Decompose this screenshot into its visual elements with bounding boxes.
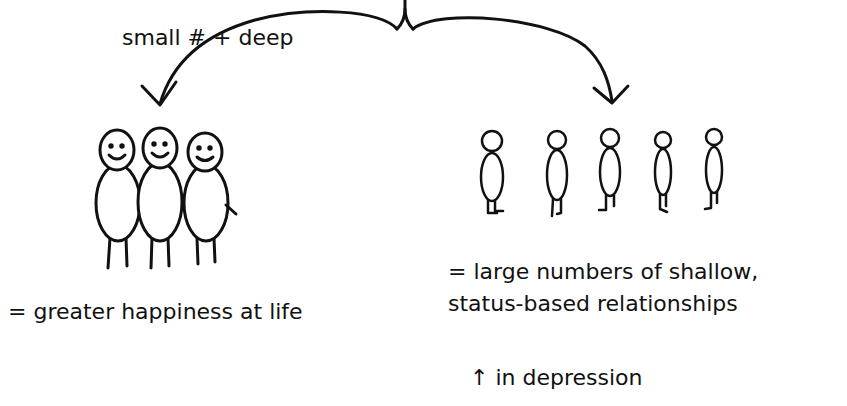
stick-person — [655, 132, 671, 212]
outcome-note: = large numbers of shallow, status-based… — [448, 256, 833, 320]
stick-person — [705, 129, 722, 209]
brace-right — [405, 9, 413, 29]
brace-left — [397, 0, 405, 29]
right-arrow — [413, 18, 612, 101]
stick-person — [96, 130, 140, 268]
stick-person — [481, 131, 503, 213]
lonely-group — [481, 129, 722, 216]
stick-person — [599, 129, 620, 210]
right-arrowhead — [594, 86, 628, 103]
stick-person — [184, 133, 236, 264]
outcome-note: = greater happiness at life — [8, 296, 408, 328]
stick-person — [547, 131, 567, 216]
stick-person — [138, 128, 182, 268]
left-arrowhead — [142, 82, 176, 105]
arrow-label: small # + deep — [122, 22, 382, 54]
brace-arrows — [142, 0, 628, 105]
happy-group — [96, 128, 236, 268]
effect-note: ↑ in depression — [470, 362, 770, 394]
